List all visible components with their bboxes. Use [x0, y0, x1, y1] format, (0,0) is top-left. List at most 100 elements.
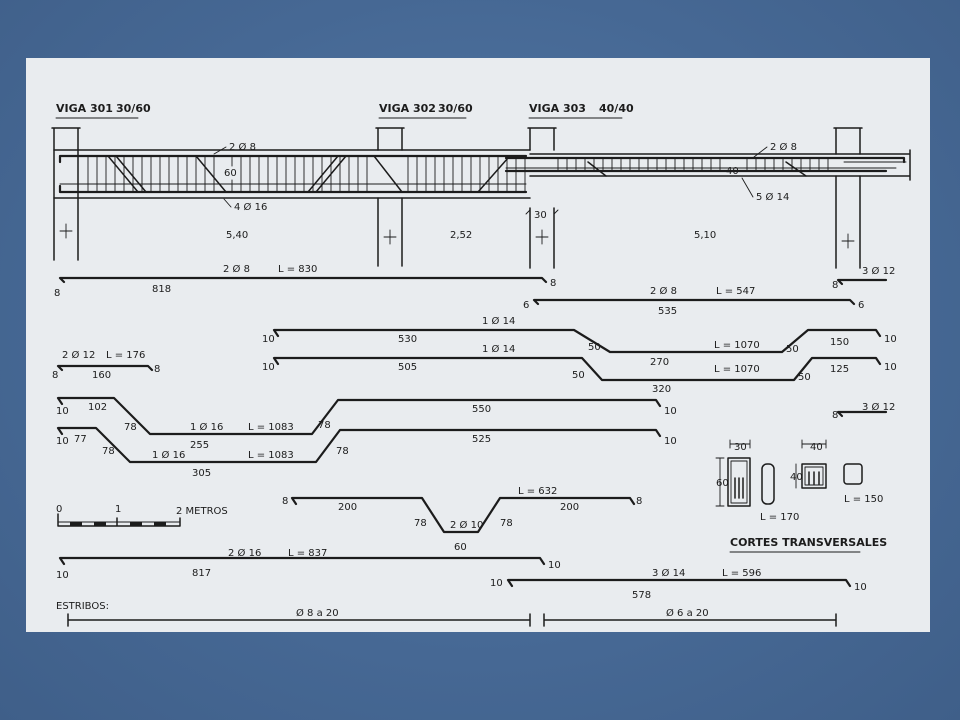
bar-b8: 1 Ø 16 L = 1083 102 78 255 78 550 10 10: [56, 396, 677, 451]
beam-elevation: 2 Ø 8 60 4 Ø 16 2 Ø 8 40 5 Ø 14 30 5,40 …: [51, 127, 911, 269]
column-4: [833, 127, 863, 269]
bar-b5: 1 Ø 14 L = 1070 505 50 320 50 125 10 10: [262, 343, 897, 395]
beam-label: VIGA 302: [379, 102, 436, 115]
bar-b11: 2 Ø 16 L = 837 817 10 10: [56, 547, 561, 581]
label-span-3: 5,10: [694, 230, 716, 241]
stirrups-right-spec: Ø 6 a 20: [666, 607, 709, 619]
section-2-width: 40: [810, 442, 823, 453]
bar-hook-left: 10: [56, 406, 69, 417]
bar-length: L = 1070: [714, 364, 760, 375]
label-support-width: 30: [534, 210, 547, 221]
bar-seg2: 320: [652, 384, 671, 395]
bar-b10: 2 Ø 10 L = 632 200 78 60 78 200 8 8: [282, 486, 642, 553]
bar-length: L = 176: [106, 350, 145, 361]
sections-title: CORTES TRANSVERSALES: [730, 536, 887, 549]
bar-b12: 3 Ø 14 L = 596 578 10 10: [490, 567, 867, 601]
bar-spec: 2 Ø 16: [228, 547, 261, 559]
bar-length: L = 1070: [714, 340, 760, 351]
beam-label: VIGA 301: [56, 102, 113, 115]
bar-b3: 2 Ø 8 L = 547 535 6 6: [523, 285, 864, 317]
bar-spec: 2 Ø 10: [450, 519, 483, 531]
bar-hook-left: 10: [56, 436, 69, 447]
bar-hook-right: 10: [548, 560, 561, 571]
bar-spec: 3 Ø 12: [862, 265, 895, 277]
bar-spec: 2 Ø 8: [223, 263, 250, 275]
bar-bend2: 78: [336, 446, 349, 457]
bar-seg3: 550: [472, 404, 491, 415]
bar-seg3: 525: [472, 434, 491, 445]
bar-seg3: 150: [830, 337, 849, 348]
bar-straight: 578: [632, 590, 651, 601]
label-top-bars-right: 2 Ø 8: [770, 141, 797, 153]
bar-hook-left: 8: [282, 496, 288, 507]
bar-hook-right: 8: [550, 278, 556, 289]
bar-hook-left: 8: [54, 288, 60, 299]
bar-length: L = 596: [722, 568, 761, 579]
bar-seg3: 200: [560, 502, 579, 513]
label-span-2: 2,52: [450, 230, 472, 241]
bar-hook: 8: [832, 410, 838, 421]
beam-section: 40/40: [599, 102, 634, 115]
label-span-1: 5,40: [226, 230, 248, 241]
stirrups-left: [87, 155, 526, 193]
bar-straight: 817: [192, 568, 211, 579]
section-1-length: L = 170: [760, 512, 799, 523]
bar-hook: 8: [832, 280, 838, 291]
bar-hook-right: 10: [854, 582, 867, 593]
beam-section: 30/60: [116, 102, 151, 115]
bar-bend1: 78: [414, 518, 427, 529]
bar-hook-left: 6: [523, 300, 529, 311]
bar-b6: 2 Ø 12 L = 176 160 8 8: [52, 349, 160, 381]
bar-bend2: 78: [318, 420, 331, 431]
beam-title-301: VIGA 301 30/60: [55, 102, 151, 119]
bar-straight: 160: [92, 370, 111, 381]
cross-sections: 30 60 L = 170 40 40: [715, 439, 887, 553]
beam-title-302: VIGA 302 30/60: [378, 102, 473, 119]
label-depth-left: 60: [224, 168, 237, 179]
bar-length: L = 632: [518, 486, 557, 497]
bar-hook-left: 10: [56, 570, 69, 581]
bar-bend1: 50: [572, 370, 585, 381]
scale-bar: 0 1 2 METROS: [56, 504, 228, 527]
bar-b7: 3 Ø 12 8: [832, 401, 895, 421]
column-3: [527, 127, 557, 269]
bar-bend1: 78: [102, 446, 115, 457]
column-2: [375, 127, 405, 267]
bar-seg1: 505: [398, 362, 417, 373]
cross-section-2: 40 40 L = 150: [790, 439, 883, 505]
bar-b1: 2 Ø 8 L = 830 818 8 8: [54, 263, 556, 299]
bar-seg1: 200: [338, 502, 357, 513]
column-1: [51, 127, 81, 261]
bar-length: L = 830: [278, 264, 317, 275]
bar-hook-right: 10: [664, 436, 677, 447]
label-bottom-bars-right: 5 Ø 14: [756, 191, 789, 203]
bar-bend2: 50: [798, 372, 811, 383]
beam-label: VIGA 303: [529, 102, 586, 115]
stirrup-summary: ESTRIBOS: Ø 8 a 20 Ø 6 a 20: [56, 601, 837, 627]
label-bottom-bars-left: 4 Ø 16: [234, 201, 267, 213]
section-2-height: 40: [790, 472, 803, 483]
bar-seg3: 125: [830, 364, 849, 375]
bar-seg2: 60: [454, 542, 467, 553]
bar-hook-right: 8: [636, 496, 642, 507]
stirrups-label: ESTRIBOS:: [56, 601, 109, 612]
bar-spec: 3 Ø 14: [652, 567, 685, 579]
bar-hook-right: 10: [884, 362, 897, 373]
bar-spec: 1 Ø 14: [482, 343, 515, 355]
reinforcement-drawing: VIGA 301 30/60 VIGA 302 30/60 VIGA 303 4…: [51, 102, 911, 627]
bar-hook-left: 10: [490, 578, 503, 589]
cross-section-1: 30 60 L = 170: [715, 439, 799, 523]
scale-tick-1: 1: [115, 504, 121, 515]
bar-hook-left: 10: [262, 362, 275, 373]
label-depth-right: 40: [726, 166, 739, 177]
bar-bend1: 50: [588, 342, 601, 353]
scale-tick-2: 2 METROS: [176, 506, 228, 517]
section-2-length: L = 150: [844, 494, 883, 505]
bar-length: L = 1083: [248, 450, 294, 461]
beam-title-303: VIGA 303 40/40: [528, 102, 634, 119]
bar-hook-right: 10: [884, 334, 897, 345]
stirrups-left-spec: Ø 8 a 20: [296, 607, 339, 619]
stirrups-right: [557, 157, 829, 172]
bar-straight: 535: [658, 306, 677, 317]
